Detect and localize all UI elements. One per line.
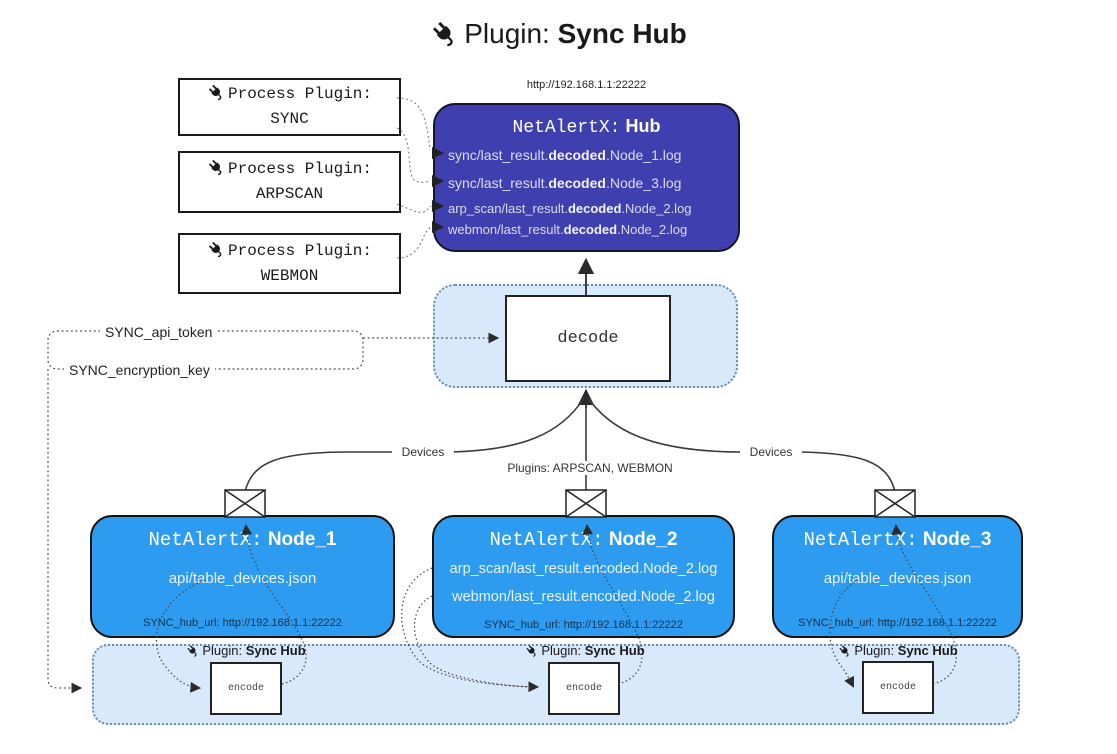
encode-label: encode — [565, 683, 602, 694]
plugins-edge-label: Plugins: ARPSCAN, WEBMON — [500, 461, 680, 475]
envelope-icon — [565, 489, 607, 518]
envelope-icons — [224, 489, 916, 518]
plug-icon — [526, 645, 536, 657]
node-title: NetAlertX: Node_1 — [148, 529, 337, 551]
netalertx-node2-box: NetAlertX: Node_2 arp_scan/last_result.e… — [432, 515, 735, 638]
netalertx-node1-box: NetAlertX: Node_1 api/table_devices.json… — [90, 515, 395, 638]
process-plugin-name: ARPSCAN — [255, 185, 324, 203]
envelope-icon — [224, 489, 266, 518]
nodes-to-decode-curves — [244, 388, 896, 493]
hub-log-line: sync/last_result.decoded.Node_1.log — [448, 147, 682, 163]
sync-api-token-label: SYNC_api_token — [100, 324, 218, 340]
decode-box: decode — [505, 295, 671, 382]
encode-box: encode — [862, 661, 934, 714]
node-title: NetAlertX: Node_3 — [803, 529, 992, 551]
node-file-line: api/table_devices.json — [168, 570, 317, 587]
netalertx-node3-box: NetAlertX: Node_3 api/table_devices.json… — [772, 515, 1023, 638]
devices-edge-label-left: Devices — [392, 445, 454, 459]
node-file-line: api/table_devices.json — [823, 570, 972, 587]
process-plugin-arpscan-box: Process Plugin: ARPSCAN — [178, 151, 401, 213]
page-title: Plugin: Sync Hub — [0, 18, 1117, 50]
sync-encryption-key-label: SYNC_encryption_key — [64, 362, 215, 378]
encode-label: encode — [879, 682, 916, 693]
node-file-line: arp_scan/last_result.encoded.Node_2.log — [449, 561, 718, 577]
hub-log-line: webmon/last_result.decoded.Node_2.log — [448, 222, 688, 237]
node-file-line: webmon/last_result.encoded.Node_2.log — [452, 589, 715, 605]
plug-icon — [208, 84, 222, 101]
plug-icon — [433, 21, 453, 47]
hub-log-line: sync/last_result.decoded.Node_3.log — [448, 175, 682, 191]
sync-hub-plugin-badge: Plugin: Sync Hub — [823, 643, 973, 658]
envelope-icon — [874, 489, 916, 518]
process-plugin-label: Process Plugin: — [207, 157, 372, 182]
encode-label: encode — [227, 683, 264, 694]
process-plugin-name: SYNC — [270, 110, 309, 128]
netalertx-hub-box: NetAlertX: Hub sync/last_result.decoded.… — [433, 103, 740, 252]
plug-icon — [208, 241, 222, 257]
plug-icon — [187, 645, 197, 657]
node-hub-url: SYNC_hub_url: http://192.168.1.1:22222 — [798, 617, 997, 629]
node-title: NetAlertX: Node_2 — [489, 529, 678, 551]
process-plugin-label: Process Plugin: — [207, 82, 372, 107]
hub-log-line: arp_scan/last_result.decoded.Node_2.log — [448, 201, 692, 216]
decode-label: decode — [557, 329, 619, 348]
sync-hub-plugin-badge: Plugin: Sync Hub — [171, 643, 321, 658]
process-plugin-name: WEBMON — [260, 266, 319, 285]
devices-edge-label-right: Devices — [740, 445, 802, 459]
process-plugin-label: Process Plugin: — [207, 239, 372, 264]
sync-hub-plugin-badge: Plugin: Sync Hub — [510, 643, 660, 658]
process-plugin-webmon-box: Process Plugin: WEBMON — [178, 233, 401, 294]
process-to-hub-connectors — [396, 97, 432, 259]
encode-box: encode — [548, 662, 620, 715]
plug-icon — [839, 645, 849, 657]
plug-icon — [208, 159, 222, 176]
hub-url-label: http://192.168.1.1:22222 — [526, 79, 647, 91]
node-hub-url: SYNC_hub_url: http://192.168.1.1:22222 — [484, 619, 683, 631]
process-plugin-sync-box: Process Plugin: SYNC — [178, 78, 401, 136]
encode-box: encode — [210, 662, 282, 715]
hub-title: NetAlertX: Hub — [512, 116, 661, 138]
node-hub-url: SYNC_hub_url: http://192.168.1.1:22222 — [143, 617, 342, 629]
